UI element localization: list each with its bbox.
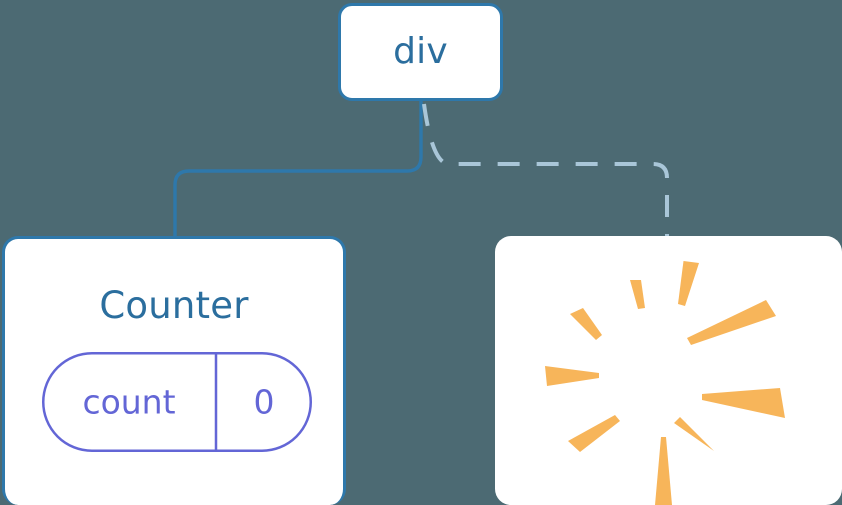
edge-div-to-counter bbox=[173, 99, 423, 241]
node-div-label: div bbox=[393, 31, 448, 72]
state-pill-shape bbox=[42, 352, 312, 452]
sparkle-burst-icon bbox=[545, 261, 785, 505]
edge-div-to-burst bbox=[422, 103, 669, 238]
node-counter-label: Counter bbox=[99, 284, 249, 327]
node-counter[interactable]: Counter bbox=[2, 236, 346, 505]
state-pill-value: 0 bbox=[253, 382, 275, 422]
state-pill-name: count bbox=[82, 382, 176, 422]
state-pill[interactable]: count 0 bbox=[42, 352, 312, 452]
node-burst[interactable] bbox=[495, 236, 842, 505]
node-div[interactable]: div bbox=[338, 3, 503, 101]
